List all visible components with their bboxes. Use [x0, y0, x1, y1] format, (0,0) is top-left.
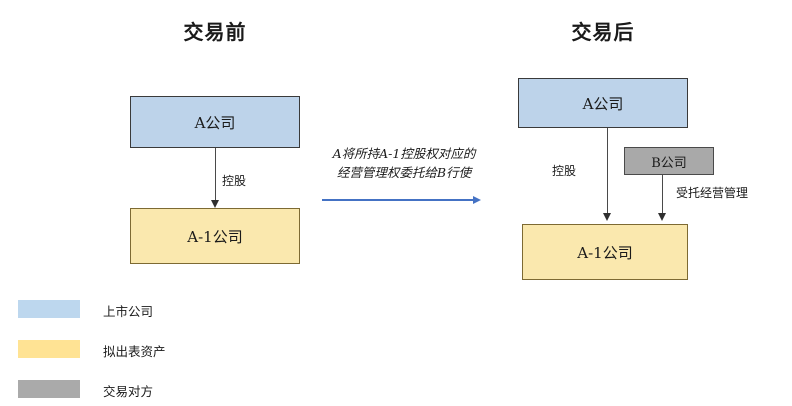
before-node-a1-company: A-1公司 — [130, 208, 300, 264]
center-flow-arrow-line — [322, 199, 474, 201]
after-node-a-company: A公司 — [518, 78, 688, 128]
after-section-title: 交易后 — [571, 20, 635, 44]
legend-label-deconsolidated-assets: 拟出表资产 — [103, 344, 166, 359]
center-flow-arrow-head — [473, 196, 481, 204]
legend-label-counterparty: 交易对方 — [103, 384, 154, 399]
before-edge-holding-arrowhead — [211, 200, 219, 208]
after-edge-entrusted-arrowhead — [658, 213, 666, 221]
after-edge-holding-line — [607, 128, 608, 216]
after-edge-entrusted-line — [662, 175, 663, 216]
before-node-a-company-label: A公司 — [194, 113, 236, 132]
center-annotation-line-2: 经营管理权委托给B行使 — [336, 165, 472, 181]
before-section-title: 交易前 — [183, 20, 247, 44]
legend-swatch-deconsolidated-assets — [18, 340, 80, 358]
legend-label-listed-company: 上市公司 — [103, 304, 154, 319]
after-node-b-company-label: B公司 — [651, 155, 687, 171]
center-annotation-line-1: A将所持A-1控股权对应的 — [332, 146, 476, 161]
before-edge-holding-line — [215, 148, 216, 203]
after-edge-entrusted-label: 受托经营管理 — [676, 186, 749, 200]
after-node-b-company: B公司 — [624, 147, 714, 175]
before-edge-holding-label: 控股 — [222, 174, 247, 188]
after-edge-holding-arrowhead — [603, 213, 611, 221]
after-node-a1-company: A-1公司 — [522, 224, 688, 280]
before-node-a-company: A公司 — [130, 96, 300, 148]
before-node-a1-company-label: A-1公司 — [187, 227, 243, 246]
after-node-a-company-label: A公司 — [582, 94, 624, 113]
center-annotation-text: A将所持A-1控股权对应的 经营管理权委托给B行使 — [306, 144, 502, 183]
after-node-a1-company-label: A-1公司 — [577, 243, 633, 262]
after-edge-holding-label: 控股 — [552, 164, 577, 178]
legend-swatch-counterparty — [18, 380, 80, 398]
legend-swatch-listed-company — [18, 300, 80, 318]
